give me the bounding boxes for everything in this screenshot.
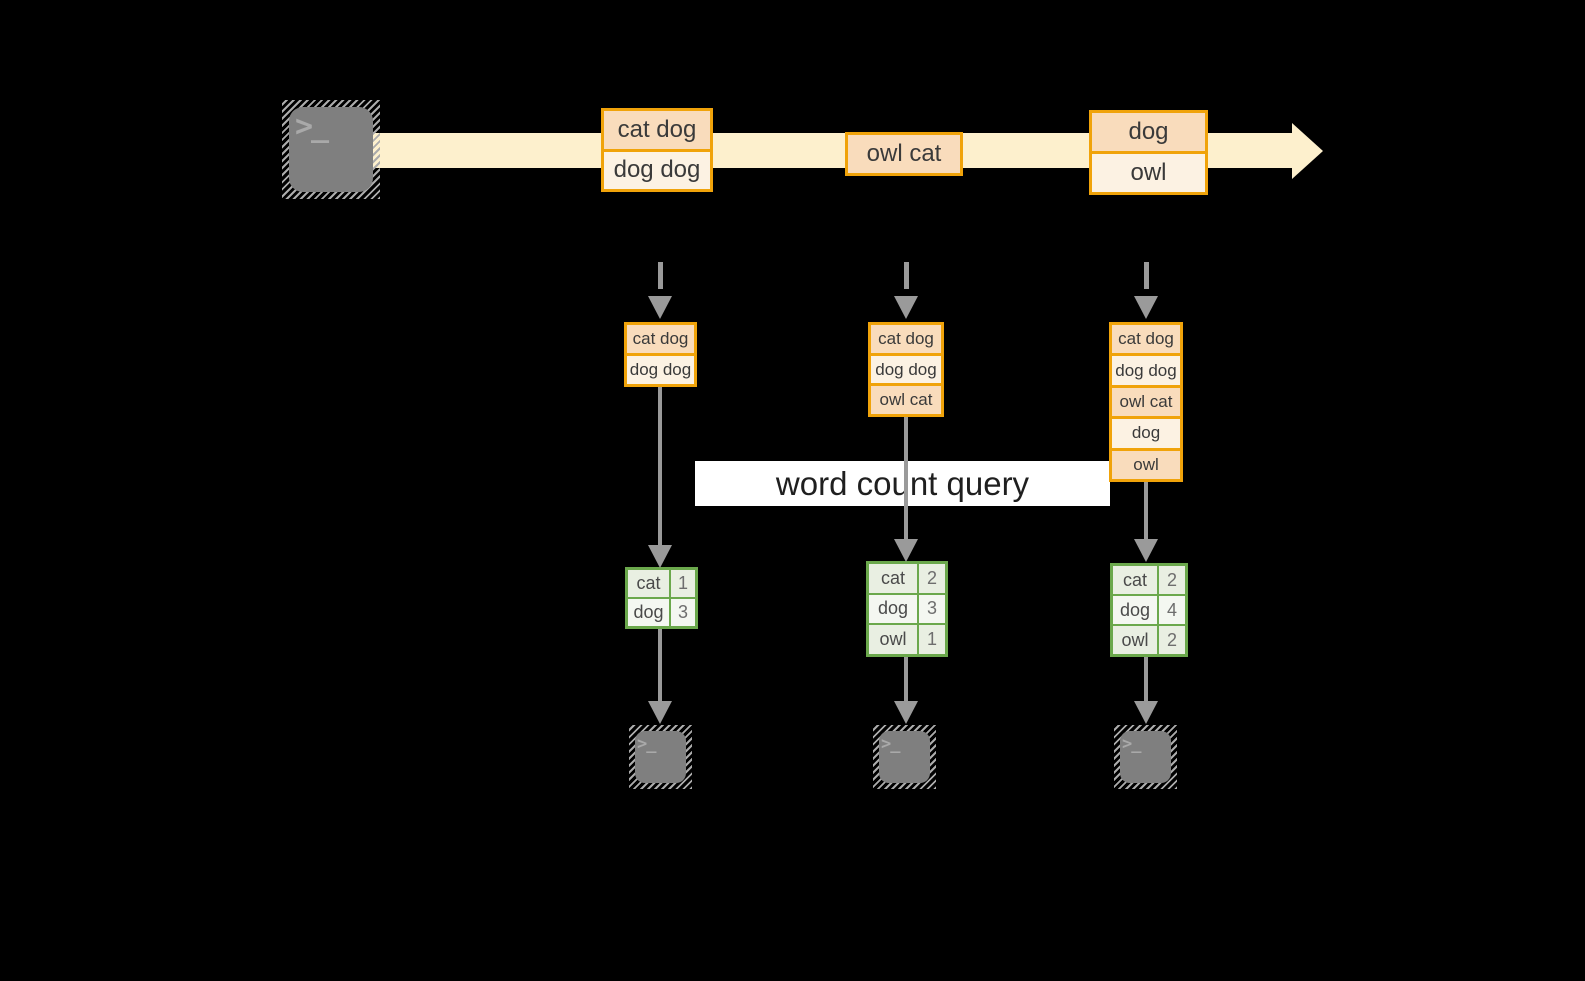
terminal-screen (1120, 731, 1171, 783)
terminal-prompt-icon: >_ (1122, 734, 1142, 754)
arrowhead-icon (648, 701, 672, 724)
task3-count-table: cat 2 dog 4 owl 2 (1110, 563, 1188, 657)
task3-record-buffer: cat dog dog dog owl cat dog owl (1109, 322, 1183, 482)
stream-record-line: dog dog (604, 151, 710, 189)
count-value-cell: 2 (1159, 566, 1185, 594)
buffer-row: owl cat (1112, 387, 1180, 417)
buffer-row: dog dog (627, 356, 694, 384)
terminal-prompt-icon: >_ (295, 109, 329, 144)
consumer-terminal-icon: >_ (1114, 725, 1177, 789)
buffer-row: dog dog (1112, 356, 1180, 385)
count-value-cell: 3 (671, 599, 695, 626)
stream-record-2: owl cat (845, 132, 963, 176)
stream-record-line: dog (1092, 113, 1205, 151)
arrow-line (658, 629, 662, 701)
stream-record-1: cat dog dog dog (601, 108, 713, 192)
dashed-arrowhead-icon (894, 296, 918, 319)
count-value-cell: 4 (1159, 596, 1185, 624)
stream-timeline-arrowhead-icon (1292, 123, 1323, 179)
count-word-cell: dog (869, 594, 917, 624)
stream-record-line: owl (1092, 154, 1205, 192)
dashed-arrowhead-icon (1134, 296, 1158, 319)
task1-record-buffer: cat dog dog dog (624, 322, 697, 387)
task2-record-buffer: cat dog dog dog owl cat (868, 322, 944, 417)
count-word-cell: dog (1113, 596, 1157, 624)
banner-label: word count query (775, 464, 1030, 502)
count-value-cell: 2 (919, 564, 945, 593)
buffer-row: dog dog (871, 355, 941, 384)
count-word-cell: dog (628, 599, 669, 626)
producer-terminal-icon: >_ (282, 100, 380, 199)
stream-record-line: cat dog (604, 111, 710, 149)
buffer-row: dog (1112, 419, 1180, 448)
count-value-cell: 3 (919, 594, 945, 624)
count-value-cell: 1 (919, 625, 945, 654)
buffer-row: cat dog (1112, 325, 1180, 354)
count-word-cell: cat (1113, 566, 1157, 594)
dashed-arrow-line (1144, 262, 1149, 289)
consumer-terminal-icon: >_ (873, 725, 936, 789)
count-value-cell: 1 (671, 570, 695, 597)
task2-count-table: cat 2 dog 3 owl 1 (866, 561, 948, 657)
arrow-line (1144, 482, 1148, 541)
arrowhead-icon (894, 539, 918, 562)
stream-record-line: owl cat (848, 135, 960, 173)
word-count-query-banner: word count query (695, 461, 1110, 506)
arrow-line (1144, 657, 1148, 701)
dashed-arrowhead-icon (648, 296, 672, 319)
arrowhead-icon (648, 545, 672, 568)
consumer-terminal-icon: >_ (629, 725, 692, 789)
terminal-screen (635, 731, 686, 783)
task1-count-table: cat 1 dog 3 (625, 567, 698, 629)
count-word-cell: owl (869, 625, 917, 654)
buffer-row: owl (1112, 450, 1180, 480)
arrowhead-icon (894, 701, 918, 724)
dashed-arrow-line (904, 262, 909, 289)
terminal-screen (289, 107, 373, 192)
arrowhead-icon (1134, 701, 1158, 724)
stream-record-3: dog owl (1089, 110, 1208, 195)
terminal-screen (879, 731, 930, 783)
terminal-prompt-icon: >_ (637, 734, 657, 754)
count-word-cell: cat (628, 570, 669, 597)
arrow-line (904, 417, 908, 541)
buffer-row: cat dog (871, 325, 941, 353)
count-word-cell: owl (1113, 626, 1157, 654)
count-value-cell: 2 (1159, 626, 1185, 654)
dashed-arrow-line (658, 262, 663, 289)
buffer-row: cat dog (627, 325, 694, 353)
arrowhead-icon (1134, 539, 1158, 562)
buffer-row: owl cat (871, 386, 941, 415)
count-word-cell: cat (869, 564, 917, 593)
arrow-line (658, 387, 662, 547)
arrow-line (904, 657, 908, 701)
terminal-prompt-icon: >_ (881, 734, 901, 754)
